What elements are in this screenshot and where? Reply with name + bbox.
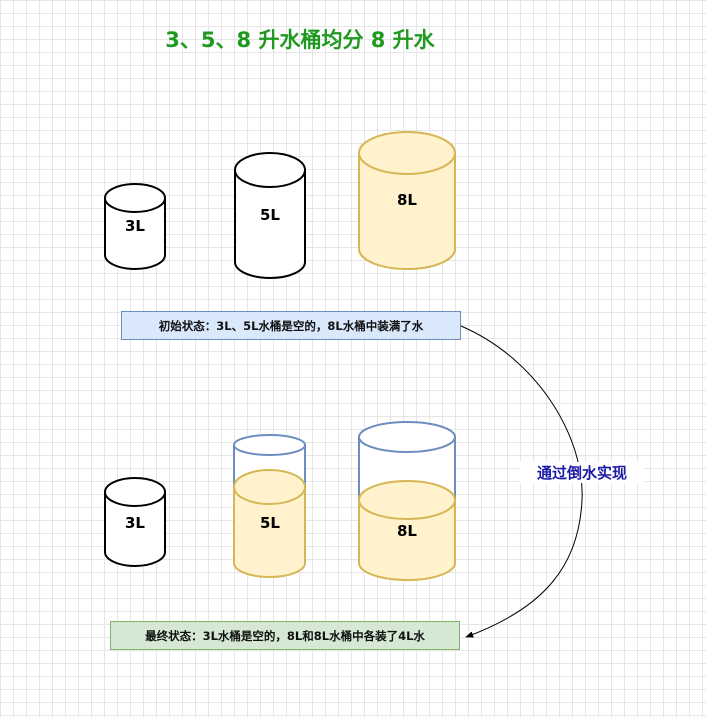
bucket-body	[104, 198, 166, 270]
bucket-rim	[358, 131, 456, 175]
bucket-rim	[104, 477, 166, 507]
bucket-label: 3L	[125, 217, 145, 235]
bucket-label: 8L	[397, 522, 417, 540]
bucket-body	[234, 170, 306, 279]
bucket-body	[358, 153, 456, 270]
final-state-note: 最终状态：3L水桶是空的，8L和8L水桶中各装了4L水	[110, 621, 460, 650]
bucket-rim	[233, 434, 306, 456]
water-surface	[233, 469, 306, 505]
final-bucket-8l: 8L	[358, 421, 456, 581]
water-surface	[358, 480, 456, 520]
initial-bucket-3l: 3L	[104, 183, 166, 270]
bucket-water	[233, 487, 306, 578]
initial-state-note: 初始状态：3L、5L水桶是空的，8L水桶中装满了水	[121, 311, 461, 340]
bucket-rim	[234, 152, 306, 188]
bucket-label: 3L	[125, 514, 145, 532]
bucket-body	[104, 492, 166, 567]
initial-bucket-5l: 5L	[234, 152, 306, 279]
final-bucket-5l: 5L	[233, 434, 306, 578]
diagram-title: 3、5、8 升水桶均分 8 升水	[165, 28, 435, 52]
final-bucket-3l: 3L	[104, 477, 166, 567]
bucket-label: 5L	[260, 514, 280, 532]
transition-arrow	[460, 325, 583, 638]
bucket-label: 5L	[260, 206, 280, 224]
bucket-rim	[358, 421, 456, 453]
bucket-water	[358, 500, 456, 581]
bucket-rim	[104, 183, 166, 213]
transition-label: 通过倒水实现	[520, 462, 644, 483]
initial-bucket-8l: 8L	[358, 131, 456, 270]
bucket-label: 8L	[397, 191, 417, 209]
